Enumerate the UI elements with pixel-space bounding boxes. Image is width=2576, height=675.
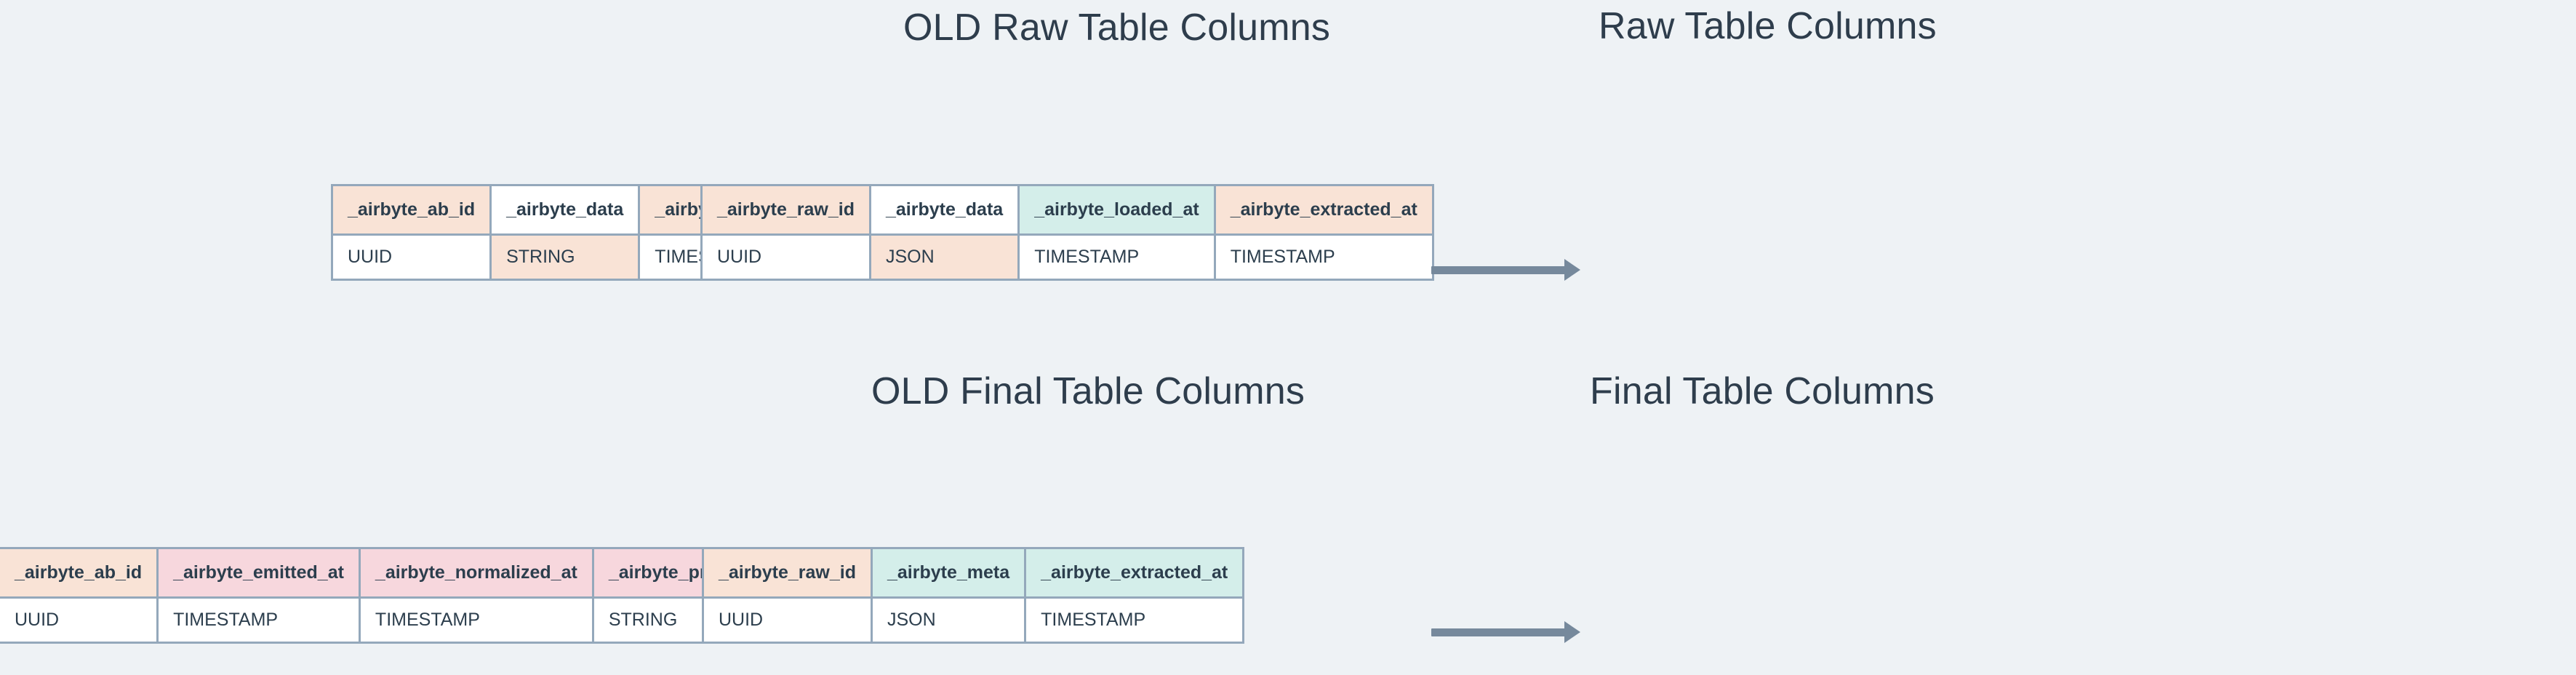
column-type-airbyte-extracted-at: TIMESTAMP	[1213, 233, 1434, 281]
column-header-airbyte-meta: _airbyte_meta	[870, 547, 1027, 599]
title-old-final-table: OLD Final Table Columns	[871, 370, 1305, 412]
table-header-row: _airbyte_raw_id_airbyte_data_airbyte_loa…	[700, 184, 1434, 236]
table-header-row: _airbyte_raw_id_airbyte_meta_airbyte_ext…	[702, 547, 1245, 599]
title-new-raw-table: Raw Table Columns	[1599, 5, 1937, 47]
column-header-airbyte-data: _airbyte_data	[868, 184, 1020, 236]
column-header-airbyte-loaded-at: _airbyte_loaded_at	[1017, 184, 1216, 236]
column-type-airbyte-ab-id: UUID	[330, 233, 492, 281]
column-header-airbyte-raw-id: _airbyte_raw_id	[700, 184, 871, 236]
column-type-airbyte-ab-id: UUID	[0, 596, 159, 644]
arrow-head	[1564, 621, 1580, 643]
column-header-airbyte-raw-id: _airbyte_raw_id	[702, 547, 873, 599]
column-header-airbyte-emitted-at: _airbyte_emitted_at	[156, 547, 361, 599]
column-type-airbyte-data: JSON	[868, 233, 1020, 281]
arrow-right-icon-final	[1431, 621, 1580, 643]
column-type-airbyte-data: STRING	[489, 233, 641, 281]
arrow-shaft	[1431, 265, 1565, 274]
schema-table-new-raw: _airbyte_raw_id_airbyte_data_airbyte_loa…	[700, 184, 1434, 281]
column-header-airbyte-data: _airbyte_data	[489, 184, 641, 236]
column-header-airbyte-normalized-at: _airbyte_normalized_at	[358, 547, 594, 599]
column-type-airbyte-raw-id: UUID	[702, 596, 873, 644]
column-type-airbyte-emitted-at: TIMESTAMP	[156, 596, 361, 644]
column-type-airbyte-normalized-at: TIMESTAMP	[358, 596, 594, 644]
arrow-shaft	[1431, 628, 1565, 636]
column-type-airbyte-extracted-at: TIMESTAMP	[1024, 596, 1245, 644]
column-header-airbyte-ab-id: _airbyte_ab_id	[330, 184, 492, 236]
title-old-raw-table: OLD Raw Table Columns	[903, 7, 1331, 49]
arrow-head	[1564, 259, 1580, 281]
column-header-airbyte-extracted-at: _airbyte_extracted_at	[1024, 547, 1245, 599]
schema-table-new-final: _airbyte_raw_id_airbyte_meta_airbyte_ext…	[702, 547, 1245, 644]
arrow-right-icon-raw	[1431, 259, 1580, 281]
column-type-airbyte-loaded-at: TIMESTAMP	[1017, 233, 1216, 281]
column-type-airbyte-raw-id: UUID	[700, 233, 871, 281]
column-header-airbyte-extracted-at: _airbyte_extracted_at	[1213, 184, 1434, 236]
title-new-final-table: Final Table Columns	[1590, 370, 1935, 412]
column-header-airbyte-ab-id: _airbyte_ab_id	[0, 547, 159, 599]
column-type-airbyte-meta: JSON	[870, 596, 1027, 644]
